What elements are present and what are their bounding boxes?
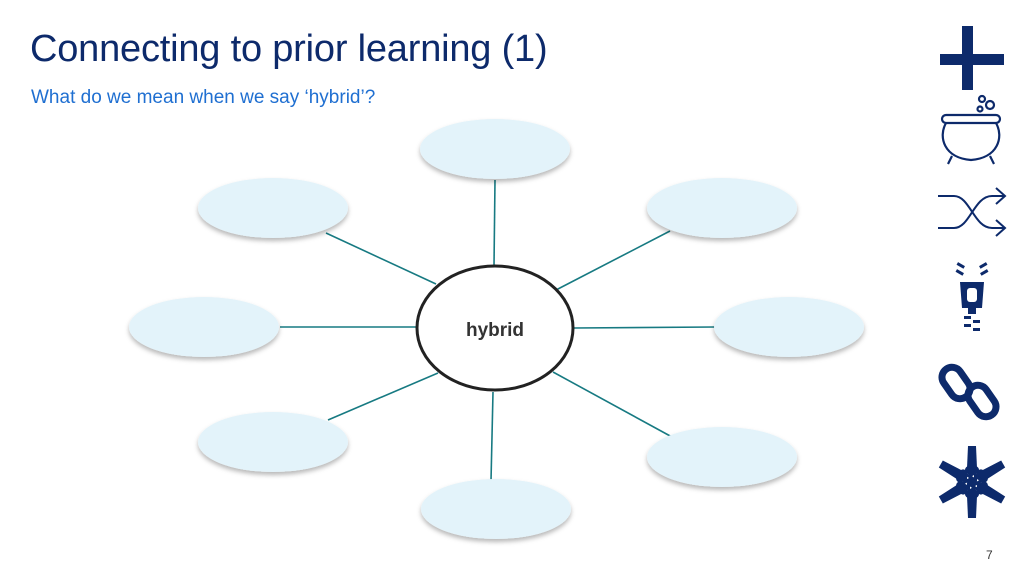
icon-rail — [930, 20, 1014, 530]
satellite-bubble-top[interactable] — [420, 119, 570, 179]
slide-title: Connecting to prior learning (1) — [30, 28, 548, 70]
satellite-bubble-bottom[interactable] — [421, 479, 571, 539]
connector-bottom-left — [327, 372, 439, 421]
satellite-bubbles — [129, 119, 864, 539]
joined-hands-icon — [938, 446, 1006, 518]
zipper-icon — [955, 262, 989, 331]
connector-top-right — [555, 230, 671, 291]
satellite-bubble-top-right[interactable] — [647, 178, 797, 238]
center-label: hybrid — [466, 320, 524, 341]
satellite-bubble-bottom-left[interactable] — [198, 412, 348, 472]
center-node: hybrid — [415, 264, 575, 392]
page-number: 7 — [986, 548, 993, 562]
connector-bottom — [490, 391, 494, 482]
connector-bottom-right — [552, 371, 673, 438]
cauldron-icon — [940, 94, 1002, 165]
shuffle-icon — [938, 187, 1007, 237]
plus-icon — [940, 26, 1004, 90]
connector-lines — [280, 179, 716, 482]
satellite-bubble-top-left[interactable] — [198, 178, 348, 238]
slide-subtitle: What do we mean when we say ‘hybrid’? — [31, 87, 376, 108]
chain-link-icon — [938, 363, 1000, 421]
satellite-bubble-bottom-right[interactable] — [647, 427, 797, 487]
connector-top — [493, 179, 496, 267]
satellite-bubble-left[interactable] — [129, 297, 279, 357]
connector-right — [573, 326, 716, 329]
satellite-bubble-right[interactable] — [714, 297, 864, 357]
center-ellipse[interactable] — [415, 264, 575, 392]
connector-top-left — [325, 232, 437, 285]
